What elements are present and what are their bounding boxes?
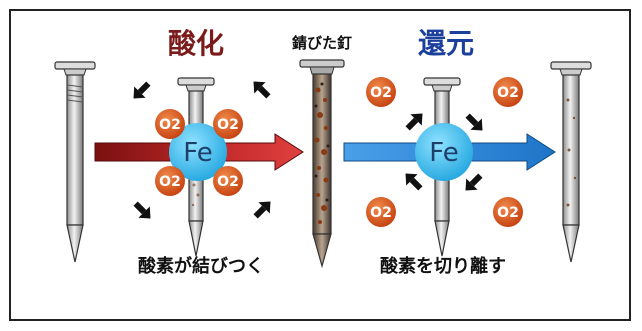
oxygen-label: O2 xyxy=(217,117,239,133)
rusty-nail-label: 錆びた釘 xyxy=(292,34,353,52)
reduction-outward-arrows xyxy=(405,113,483,191)
oxidation-inward-arrows xyxy=(133,81,271,219)
oxygen-label: O2 xyxy=(497,205,519,221)
reduction-title: 還元 xyxy=(418,27,475,60)
clean-nail-left xyxy=(54,61,96,263)
reduction-oxygen-atom: O2 xyxy=(493,197,523,227)
oxygen-binds-caption: 酸素が結びつく xyxy=(138,256,264,277)
oxygen-label: O2 xyxy=(370,85,392,101)
oxygen-separates-caption: 酸素を切り離す xyxy=(380,256,506,277)
oxidation-title: 酸化 xyxy=(168,27,225,60)
reduction-oxygen-atom: O2 xyxy=(366,197,396,227)
oxygen-label: O2 xyxy=(159,117,181,133)
oxidation-oxygen-atom: O2 xyxy=(155,109,185,139)
restored-nail-right xyxy=(550,61,592,263)
rusty-nail xyxy=(299,59,345,269)
oxidation-iron-atom: Fe xyxy=(169,123,227,181)
reduction-iron-atom: Fe xyxy=(415,123,473,181)
reduction-iron-label: Fe xyxy=(429,138,459,168)
oxygen-label: O2 xyxy=(370,205,392,221)
oxygen-label: O2 xyxy=(217,174,239,190)
oxygen-label: O2 xyxy=(159,174,181,190)
oxygen-label: O2 xyxy=(497,85,519,101)
oxidation-oxygen-atom: O2 xyxy=(213,166,243,196)
oxidation-oxygen-atom: O2 xyxy=(213,109,243,139)
reduction-oxygen-atom: O2 xyxy=(366,77,396,107)
oxidation-oxygen-atom: O2 xyxy=(155,166,185,196)
reduction-oxygen-atom: O2 xyxy=(493,77,523,107)
oxidation-iron-label: Fe xyxy=(183,138,213,168)
